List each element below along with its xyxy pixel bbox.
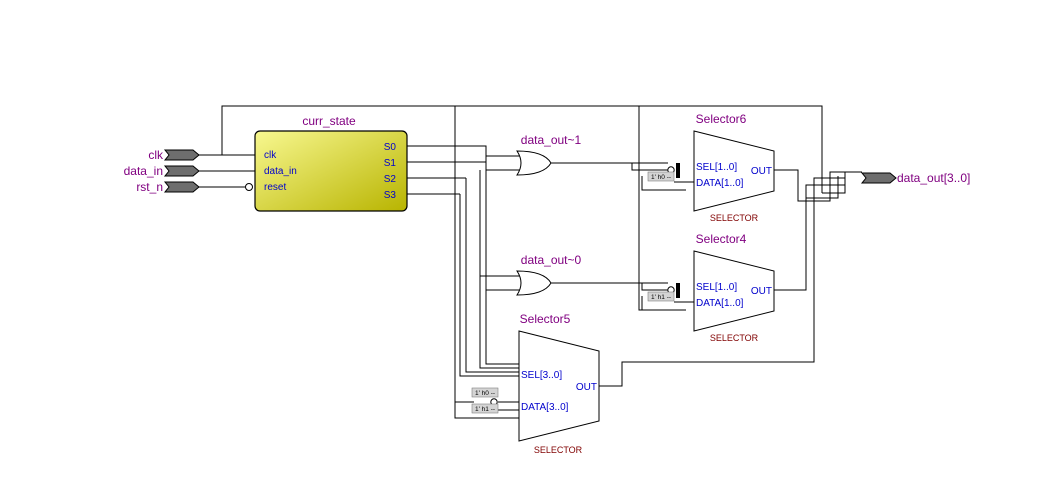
or-gate-data-out-0[interactable]: data_out~0: [516, 253, 582, 296]
output-port-data-out[interactable]: data_out[3..0]: [860, 171, 970, 185]
const-box: [647, 171, 675, 182]
selector-body: [693, 130, 775, 212]
state-pin-s0: S0: [384, 142, 397, 153]
selector-type: SELECTOR: [710, 333, 759, 343]
wires: [199, 105, 862, 419]
selector-pin-stub: [676, 283, 680, 298]
or-gate-label: data_out~0: [521, 253, 582, 267]
const-box: [471, 387, 499, 398]
selector-body: [518, 330, 600, 442]
selector-sel-pin: SEL[1..0]: [696, 282, 737, 293]
selector-out-pin: OUT: [751, 286, 772, 297]
state-block-body: [254, 130, 408, 212]
selector-name: Selector5: [520, 312, 571, 326]
selector-out-pin: OUT: [576, 382, 597, 393]
selector-sel-pin: SEL[1..0]: [696, 162, 737, 173]
selector-5[interactable]: Selector5 SEL[3..0] DATA[3..0] OUT SELEC…: [471, 312, 600, 455]
const-box: [647, 291, 675, 302]
input-label-data-in: data_in: [124, 164, 163, 178]
selector-4[interactable]: Selector4 SEL[1..0] DATA[1..0] OUT SELEC…: [647, 232, 775, 343]
or-gate-symbol: [516, 150, 552, 176]
const-value: 1' h1 --: [651, 294, 671, 301]
state-pin-reset: reset: [264, 182, 286, 193]
state-pin-s2: S2: [384, 174, 397, 185]
input-port-rst-n[interactable]: rst_n: [136, 180, 200, 194]
selector-type: SELECTOR: [534, 445, 583, 455]
const-box: [471, 403, 499, 414]
selector-out-pin: OUT: [751, 166, 772, 177]
state-pin-data-in: data_in: [264, 166, 297, 177]
const-value: 1' h0 --: [475, 390, 495, 397]
state-pin-s3: S3: [384, 190, 397, 201]
selector-6[interactable]: Selector6 SEL[1..0] DATA[1..0] OUT SELEC…: [647, 112, 775, 223]
selector-name: Selector6: [696, 112, 747, 126]
selector-pin-stub: [676, 163, 680, 178]
or-gate-symbol: [516, 270, 552, 296]
selector-type: SELECTOR: [710, 213, 759, 223]
input-port-data-in[interactable]: data_in: [124, 164, 200, 178]
const-value: 1' h1 --: [475, 406, 495, 413]
reset-inversion-bubble: [245, 183, 253, 191]
state-block-title: curr_state: [302, 114, 356, 128]
input-label-clk: clk: [148, 148, 164, 162]
state-pin-s1: S1: [384, 158, 397, 169]
selector-data-pin: DATA[3..0]: [521, 402, 569, 413]
const-value: 1' h0 --: [651, 174, 671, 181]
output-label: data_out[3..0]: [897, 171, 970, 185]
selector-name: Selector4: [696, 232, 747, 246]
selector-body: [693, 250, 775, 332]
input-port-clk[interactable]: clk: [148, 148, 200, 162]
or-gate-label: data_out~1: [521, 133, 582, 147]
selector-data-pin: DATA[1..0]: [696, 178, 744, 189]
state-pin-clk: clk: [264, 150, 277, 161]
state-block-curr-state[interactable]: curr_state clk data_in reset S0 S1 S2 S3: [245, 114, 408, 212]
or-gate-data-out-1[interactable]: data_out~1: [516, 133, 582, 176]
input-label-rst-n: rst_n: [136, 180, 163, 194]
selector-data-pin: DATA[1..0]: [696, 298, 744, 309]
selector-sel-pin: SEL[3..0]: [521, 370, 562, 381]
